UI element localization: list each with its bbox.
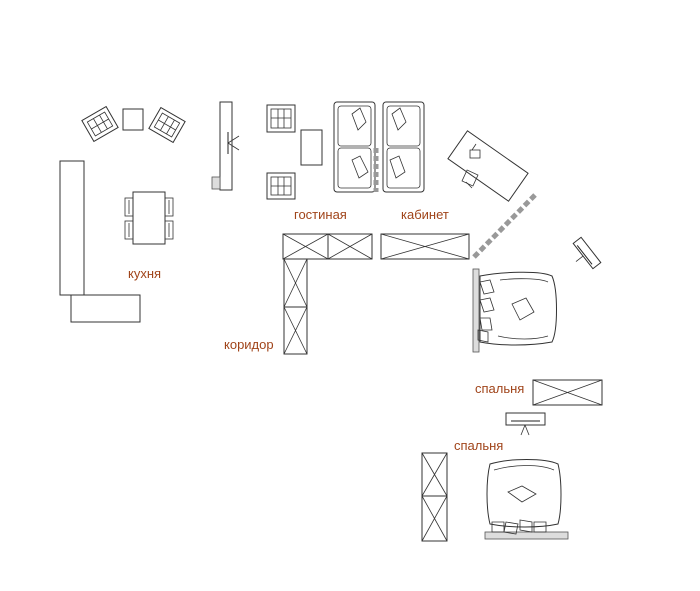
wardrobes [282,233,470,355]
living-armchair-top [266,104,296,133]
study-desk [447,130,529,202]
tv-cabinet-base [211,176,221,190]
dining-table [132,191,166,245]
wardrobe-bedroom-2 [421,452,448,542]
tv-wall-unit [219,101,233,191]
bed-1-headboard [472,268,480,353]
bed-2-headboard [484,531,569,540]
room-label-kitchen: кухня [128,266,162,281]
study-area [447,130,602,270]
desk-lamp-icon [469,143,481,159]
kitchen-area [59,105,186,323]
bed-2 [486,459,562,528]
bedroom-2-area [421,412,569,542]
coffee-table [122,108,144,131]
room-label-bedroom-2: спальня [454,438,504,453]
kitchen-counter-horizontal [70,294,141,323]
bedroom-2-tv [505,412,546,436]
wardrobe-corridor-1 [283,258,308,308]
armchair-left [81,105,119,143]
wardrobe-living-1 [282,233,329,260]
living-armchair-bottom [266,172,296,200]
bedroom-tv [572,236,602,270]
sofa-left [333,101,376,193]
sofa-right [382,101,425,193]
room-label-corridor: коридор [224,337,274,352]
room-label-bedroom-1: спальня [475,381,525,396]
wardrobe-corridor-2 [283,306,308,355]
living-area [211,101,425,200]
room-label-living: гостиная [294,207,347,222]
bed-2-pillows [491,519,547,535]
room-label-study: кабинет [401,207,449,222]
wardrobe-bedroom-1 [532,379,603,406]
wardrobe-living-2 [327,233,373,260]
desk-chair [461,169,479,189]
wardrobe-study [380,233,470,260]
dining-chairs [124,197,174,240]
bed-1-pillows [477,279,495,343]
living-coffee-table [300,129,323,166]
bed-1 [479,271,557,346]
bedroom-1-area [472,268,603,406]
study-sliding-partition [472,192,538,259]
kitchen-counter-vertical [59,160,85,296]
armchair-right [148,106,186,144]
